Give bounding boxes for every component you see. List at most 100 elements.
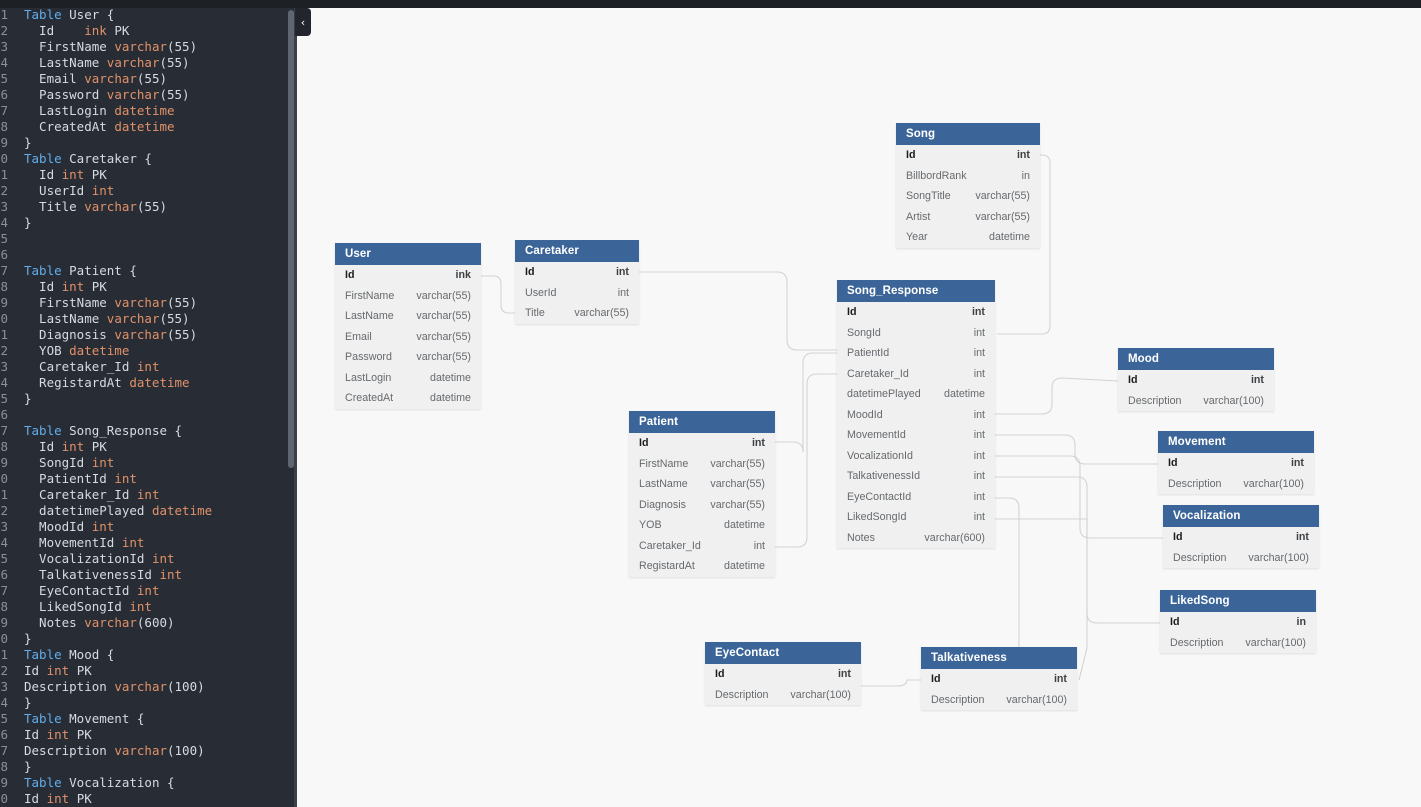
- code-line[interactable]: 35 VocalizationId int: [0, 551, 297, 567]
- code-line[interactable]: 16: [0, 247, 297, 263]
- code-line[interactable]: 24 RegistardAt datetime: [0, 375, 297, 391]
- er-table-title[interactable]: User: [335, 243, 481, 265]
- relationship-link[interactable]: [639, 271, 837, 351]
- relationship-link[interactable]: [861, 679, 921, 687]
- code-line[interactable]: 33 MoodId int: [0, 519, 297, 535]
- er-table-title[interactable]: Vocalization: [1163, 505, 1319, 527]
- code-line[interactable]: 25}: [0, 391, 297, 407]
- code-line[interactable]: 14}: [0, 215, 297, 231]
- code-line[interactable]: 42Id int PK: [0, 663, 297, 679]
- code-line[interactable]: 47Description varchar(100): [0, 743, 297, 759]
- code-line[interactable]: 19 FirstName varchar(55): [0, 295, 297, 311]
- code-line[interactable]: 8 CreatedAt datetime: [0, 119, 297, 135]
- code-line[interactable]: 13 Title varchar(55): [0, 199, 297, 215]
- relationship-link[interactable]: [995, 455, 1163, 539]
- code-line[interactable]: 15: [0, 231, 297, 247]
- code-line[interactable]: 22 YOB datetime: [0, 343, 297, 359]
- code-line[interactable]: 38 LikedSongId int: [0, 599, 297, 615]
- relationship-link[interactable]: [995, 497, 1020, 664]
- code-line[interactable]: 7 LastLogin datetime: [0, 103, 297, 119]
- code-line[interactable]: 21 Diagnosis varchar(55): [0, 327, 297, 343]
- code-line[interactable]: 17Table Patient {: [0, 263, 297, 279]
- code-line[interactable]: 50Id int PK: [0, 791, 297, 807]
- code-line[interactable]: 43Description varchar(100): [0, 679, 297, 695]
- code-line[interactable]: 32 datetimePlayed datetime: [0, 503, 297, 519]
- er-table-title[interactable]: Caretaker: [515, 240, 639, 262]
- code-line[interactable]: 5 Email varchar(55): [0, 71, 297, 87]
- relationship-link[interactable]: [995, 377, 1119, 415]
- code-line[interactable]: 34 MovementId int: [0, 535, 297, 551]
- relationship-link[interactable]: [481, 275, 515, 314]
- er-table-title[interactable]: Song: [896, 123, 1040, 145]
- code-line[interactable]: 36 TalkativenessId int: [0, 567, 297, 583]
- code-line[interactable]: 49Table Vocalization {: [0, 775, 297, 791]
- code-line[interactable]: 20 LastName varchar(55): [0, 311, 297, 327]
- collapse-panel-button[interactable]: ‹: [295, 8, 311, 36]
- code-line[interactable]: 48}: [0, 759, 297, 775]
- code-line[interactable]: 45Table Movement {: [0, 711, 297, 727]
- code-line[interactable]: 31 Caretaker_Id int: [0, 487, 297, 503]
- code-line[interactable]: 30 PatientId int: [0, 471, 297, 487]
- code-line[interactable]: 6 Password varchar(55): [0, 87, 297, 103]
- er-table-title[interactable]: LikedSong: [1160, 590, 1316, 612]
- code-line[interactable]: 44}: [0, 695, 297, 711]
- code-line[interactable]: 40}: [0, 631, 297, 647]
- relationship-link[interactable]: [995, 434, 1158, 465]
- code-line[interactable]: 4 LastName varchar(55): [0, 55, 297, 71]
- er-table-title[interactable]: Talkativeness: [921, 647, 1077, 669]
- relationship-link[interactable]: [995, 476, 1160, 624]
- code-line[interactable]: 41Table Mood {: [0, 647, 297, 663]
- er-table-title[interactable]: Movement: [1158, 431, 1314, 453]
- er-table-title[interactable]: Song_Response: [837, 280, 995, 302]
- code-line[interactable]: 10Table Caretaker {: [0, 151, 297, 167]
- relationship-link[interactable]: [997, 154, 1051, 335]
- code-line[interactable]: 29 SongId int: [0, 455, 297, 471]
- er-table-title[interactable]: Patient: [629, 411, 775, 433]
